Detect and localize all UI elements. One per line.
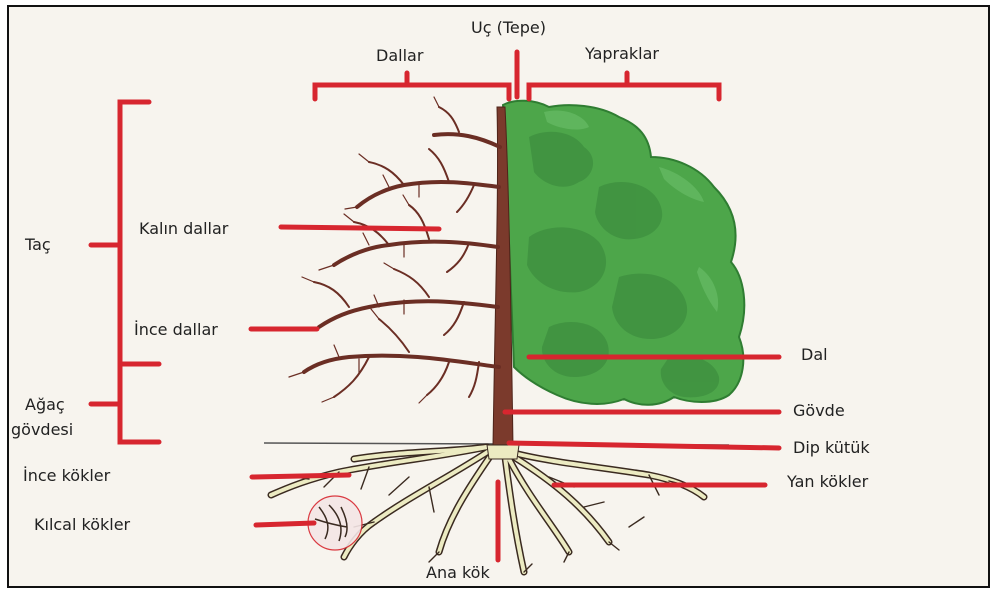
thick-branches-label: Kalın dallar [139, 220, 228, 238]
leaves-label: Yapraklar [585, 45, 659, 63]
crown-label: Taç [25, 236, 51, 254]
capillary-roots-label: Kılcal kökler [34, 516, 130, 534]
thick-branches-pointer [281, 227, 439, 229]
diagram-frame: Uç (Tepe) Dallar Yapraklar Taç Kalın dal… [7, 5, 990, 588]
yapraklar-bracket [529, 73, 719, 99]
thin-branches-label: İnce dallar [134, 321, 218, 339]
trunk-bracket [91, 364, 159, 442]
tree-diagram [9, 7, 988, 586]
tip-label: Uç (Tepe) [471, 19, 546, 37]
trunk-label-line1: Ağaç [25, 396, 65, 414]
side-roots-label: Yan kökler [787, 473, 868, 491]
thin-roots-pointer [252, 475, 349, 477]
stump-pointer [509, 443, 779, 448]
taproot-label: Ana kök [426, 564, 490, 582]
branches-top-label: Dallar [376, 47, 423, 65]
stem-label: Gövde [793, 402, 845, 420]
capillary-roots-pointer [256, 523, 314, 525]
bare-branches [289, 97, 500, 403]
trunk-label-line2: gövdesi [11, 421, 73, 439]
stump-label: Dip kütük [793, 439, 870, 457]
stump [487, 445, 519, 459]
thin-roots-label: İnce kökler [23, 467, 110, 485]
branch-label: Dal [801, 346, 828, 364]
dallar-bracket [315, 73, 509, 99]
